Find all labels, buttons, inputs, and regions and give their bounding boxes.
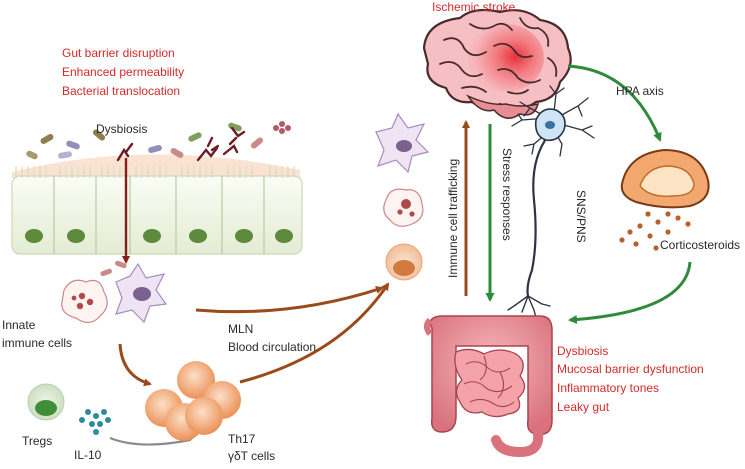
arrow-hpa-axis <box>567 64 662 142</box>
circulating-cells <box>375 112 430 281</box>
intestine <box>424 315 553 458</box>
innate-immune-cells <box>61 262 168 324</box>
label-mln: MLN <box>228 322 254 336</box>
il10-dots <box>79 409 111 435</box>
label-gamma-delta-t: γδT cells <box>228 449 276 463</box>
brain <box>422 8 572 119</box>
treg-cell <box>27 383 65 421</box>
label-bacterial-translocation: Bacterial translocation <box>62 84 181 98</box>
label-enhanced-permeability: Enhanced permeability <box>62 65 185 79</box>
arrow-to-th17 <box>118 343 152 387</box>
label-stress-responses: Stress responses <box>500 148 514 241</box>
label-hpa-axis: HPA axis <box>616 84 664 98</box>
corticosteroid-dots <box>619 211 691 251</box>
label-innate-line2: immune cells <box>2 336 73 350</box>
arrow-th17-to-circulation <box>239 282 390 384</box>
label-il10: IL-10 <box>74 448 102 462</box>
label-leaky-gut: Leaky gut <box>557 400 610 414</box>
arrow-corticosteroids-to-gut <box>568 261 692 325</box>
label-immune-cell-trafficking: Immune cell trafficking <box>446 158 460 278</box>
label-th17: Th17 <box>228 432 256 446</box>
title-ischemic-stroke: Ischemic stroke <box>432 0 516 14</box>
label-inflammatory-tones: Inflammatory tones <box>557 381 660 395</box>
label-dysbiosis-gut: Dysbiosis <box>96 122 148 136</box>
neuron <box>507 85 595 319</box>
neuron-soma <box>534 108 566 142</box>
bacteria <box>26 121 291 277</box>
gut-epithelium <box>11 154 303 255</box>
arrow-to-mln <box>195 286 384 314</box>
th17-cells <box>145 361 241 441</box>
label-gut-dysbiosis: Dysbiosis <box>557 344 609 358</box>
label-corticosteroids: Corticosteroids <box>660 238 741 252</box>
label-tregs: Tregs <box>22 434 53 448</box>
label-blood-circulation: Blood circulation <box>228 340 317 354</box>
label-gut-barrier-disruption: Gut barrier disruption <box>62 46 175 60</box>
adrenal-gland <box>620 148 710 209</box>
label-mucosal-barrier-dysfunction: Mucosal barrier dysfunction <box>557 362 704 376</box>
label-innate-line1: Innate <box>2 318 36 332</box>
label-sns-pns: SNS/PNS <box>574 190 588 243</box>
